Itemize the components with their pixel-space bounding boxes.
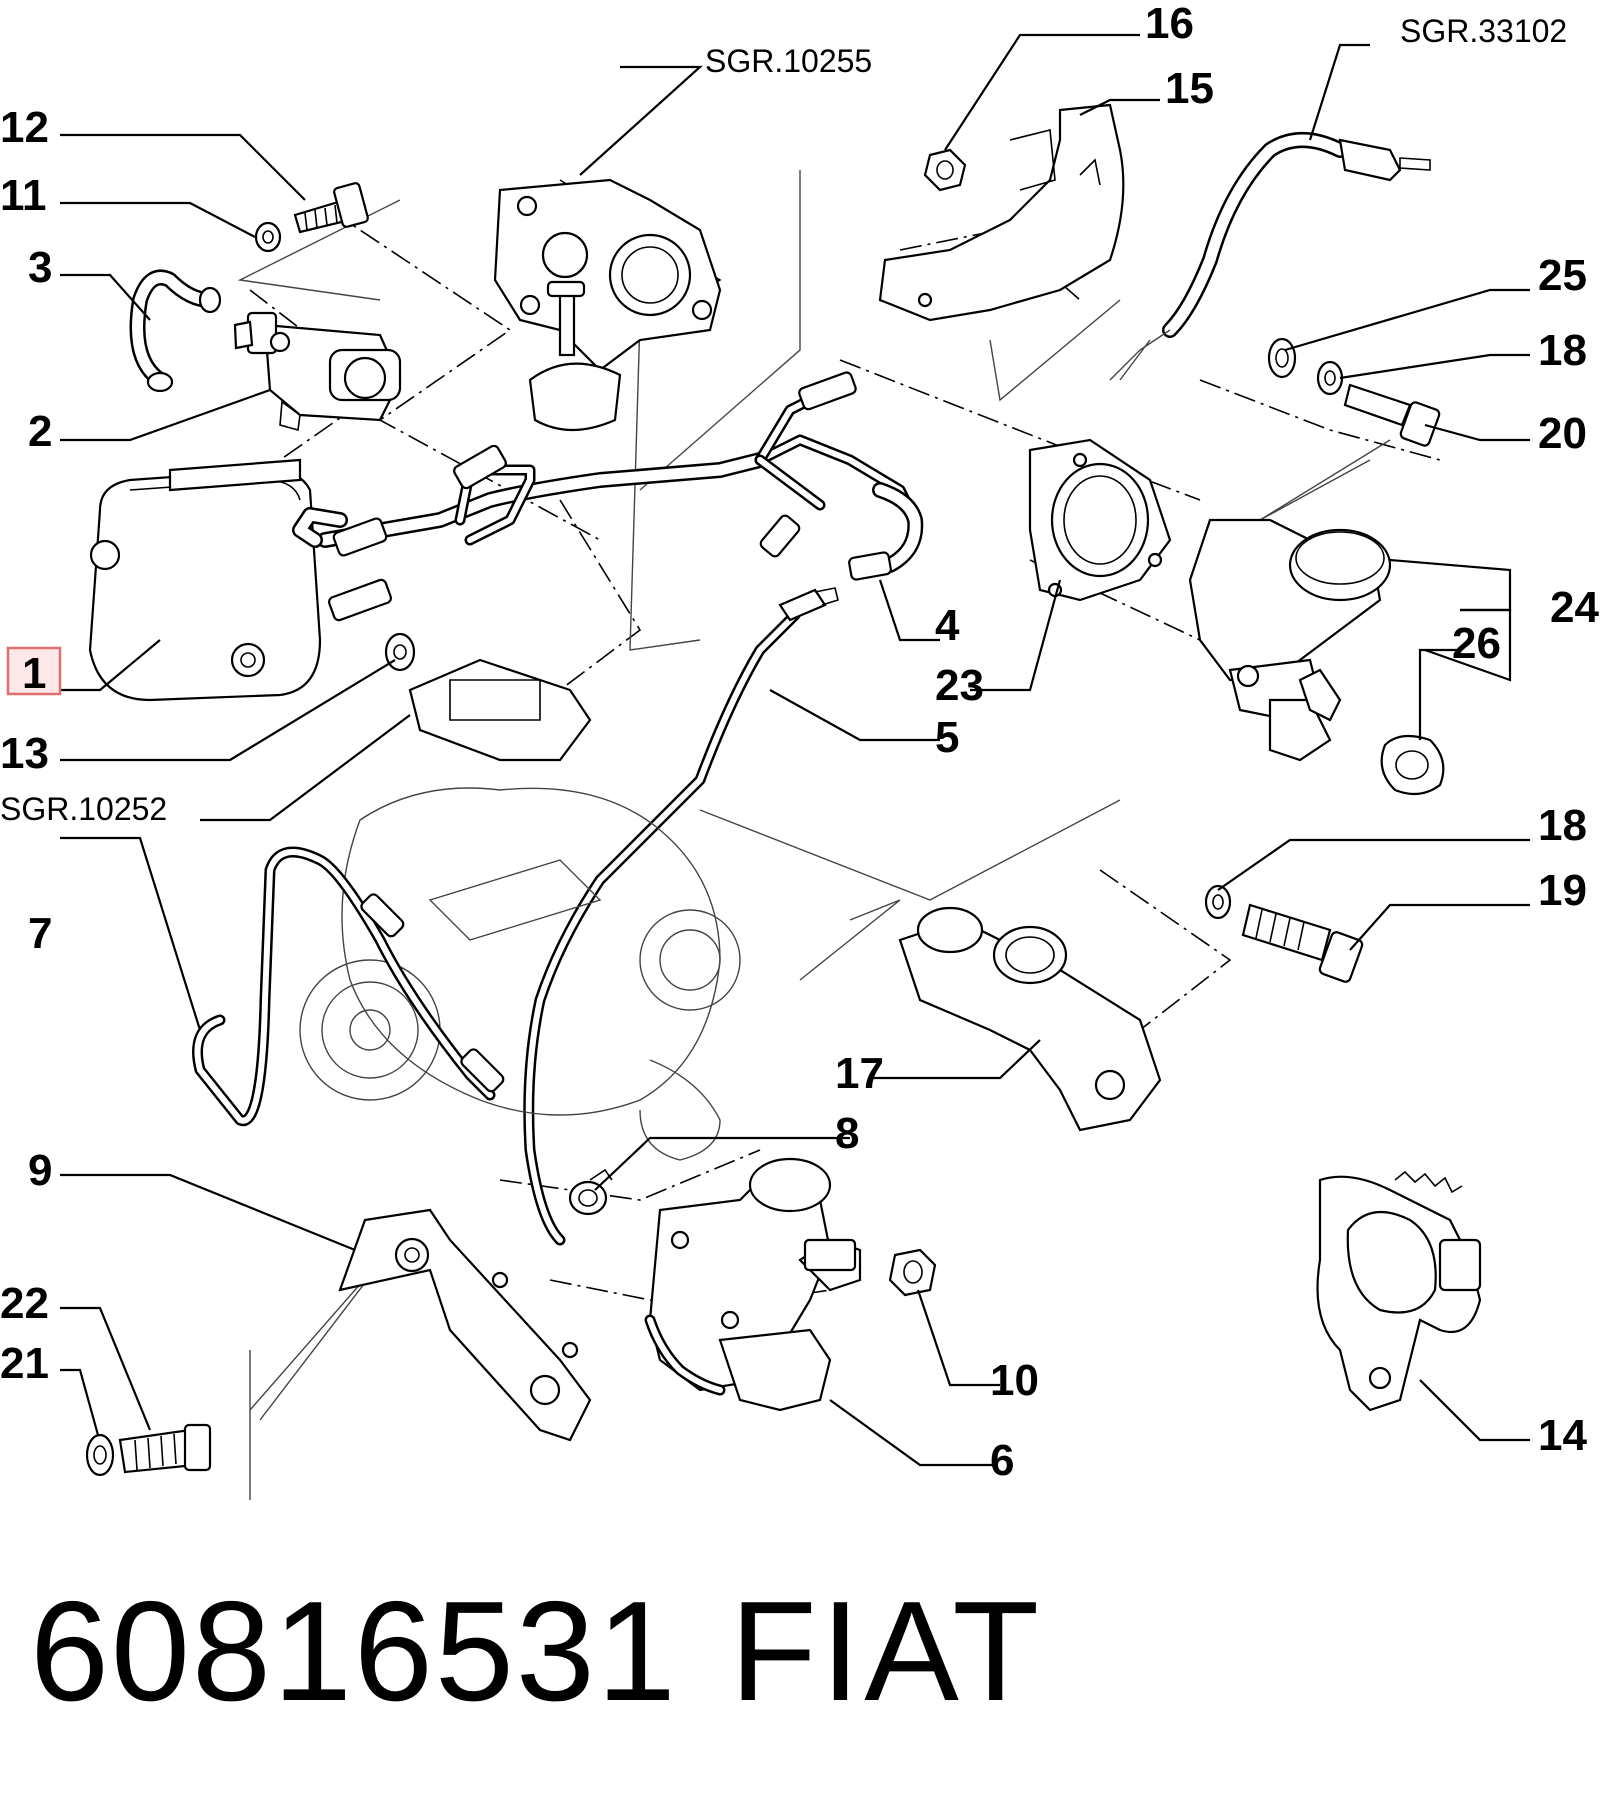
part-11-washer (254, 221, 282, 253)
callout-8: 8 (835, 1109, 859, 1158)
footer: 60816531 FIAT (30, 1570, 1590, 1740)
part-16-nut (923, 148, 967, 192)
part-7-hose (192, 846, 505, 1127)
callout-4: 4 (935, 601, 960, 650)
callout-25: 25 (1538, 251, 1587, 300)
callout-10: 10 (990, 1356, 1039, 1405)
callout-20: 20 (1538, 409, 1587, 458)
part-22-bolt (118, 1423, 212, 1474)
callout-23: 23 (935, 661, 984, 710)
part-12-bolt (293, 182, 369, 234)
callout-19: 19 (1538, 866, 1587, 915)
fuel-line-reference (1109, 132, 1431, 381)
callout-3: 3 (28, 243, 52, 292)
callout-21: 21 (0, 1339, 49, 1388)
callout-18-lower: 18 (1538, 801, 1587, 850)
part-number: 60816531 (30, 1572, 678, 1731)
callout-26: 26 (1452, 619, 1501, 668)
part-24-housing (1188, 518, 1392, 762)
part-20-bolt (1343, 383, 1441, 447)
callout-14: 14 (1538, 1411, 1587, 1460)
part-19-bolt (1241, 903, 1364, 983)
part-3-hose (129, 269, 222, 393)
callout-12: 12 (0, 103, 49, 152)
callout-7: 7 (28, 909, 52, 958)
part-1-cover (88, 458, 322, 702)
part-21-washer (85, 1433, 115, 1477)
part-18-washer-lower (1204, 884, 1232, 920)
part-26-clamp (1380, 734, 1445, 796)
callout-5: 5 (935, 713, 959, 762)
callout-1: 1 (22, 649, 46, 698)
callout-1-highlight (6, 646, 62, 696)
callout-labels: 1 2 3 11 12 13 SGR.10252 SGR.10255 SGR.3… (0, 0, 1599, 1485)
ref-sgr-10252: SGR.10252 (0, 791, 167, 827)
leader-lines (60, 33, 1530, 1467)
part-9-bracket (338, 1208, 592, 1442)
part-18-washer-upper (1316, 360, 1344, 396)
callout-18-upper: 18 (1538, 326, 1587, 375)
turbocharger-reference (299, 658, 741, 1161)
callout-2: 2 (28, 407, 52, 456)
construction-lines (237, 170, 1441, 1500)
ref-sgr-10255: SGR.10255 (705, 43, 872, 79)
ref-sgr-33102: SGR.33102 (1400, 13, 1567, 49)
callout-13: 13 (0, 729, 49, 778)
part-10-nut (888, 1248, 937, 1297)
part-23-gasket (1028, 438, 1172, 602)
part-8-clip (568, 1168, 613, 1216)
part-6-valve (644, 1157, 862, 1412)
callout-11: 11 (0, 171, 47, 220)
callout-22: 22 (0, 1279, 49, 1328)
callout-16: 16 (1145, 0, 1194, 48)
exploded-parts-diagram: 1 2 3 11 12 13 SGR.10252 SGR.10255 SGR.3… (0, 0, 1599, 1500)
callout-6: 6 (990, 1436, 1014, 1485)
throttle-body-reference (493, 178, 722, 432)
callout-17: 17 (835, 1049, 884, 1098)
part-14-clamp (1316, 1170, 1482, 1412)
part-2-solenoid (233, 311, 402, 432)
callout-9: 9 (28, 1146, 52, 1195)
brand-name: FIAT (730, 1572, 1044, 1731)
callout-15: 15 (1165, 64, 1214, 113)
part-15-heat-shield (878, 103, 1125, 322)
callout-24: 24 (1550, 583, 1599, 632)
part-13-nut (384, 632, 416, 672)
part-25-seal (1267, 337, 1297, 379)
part-17-bracket (898, 906, 1162, 1132)
part-4-hose-elbow (848, 482, 924, 581)
part-5-pipe (523, 587, 839, 1246)
